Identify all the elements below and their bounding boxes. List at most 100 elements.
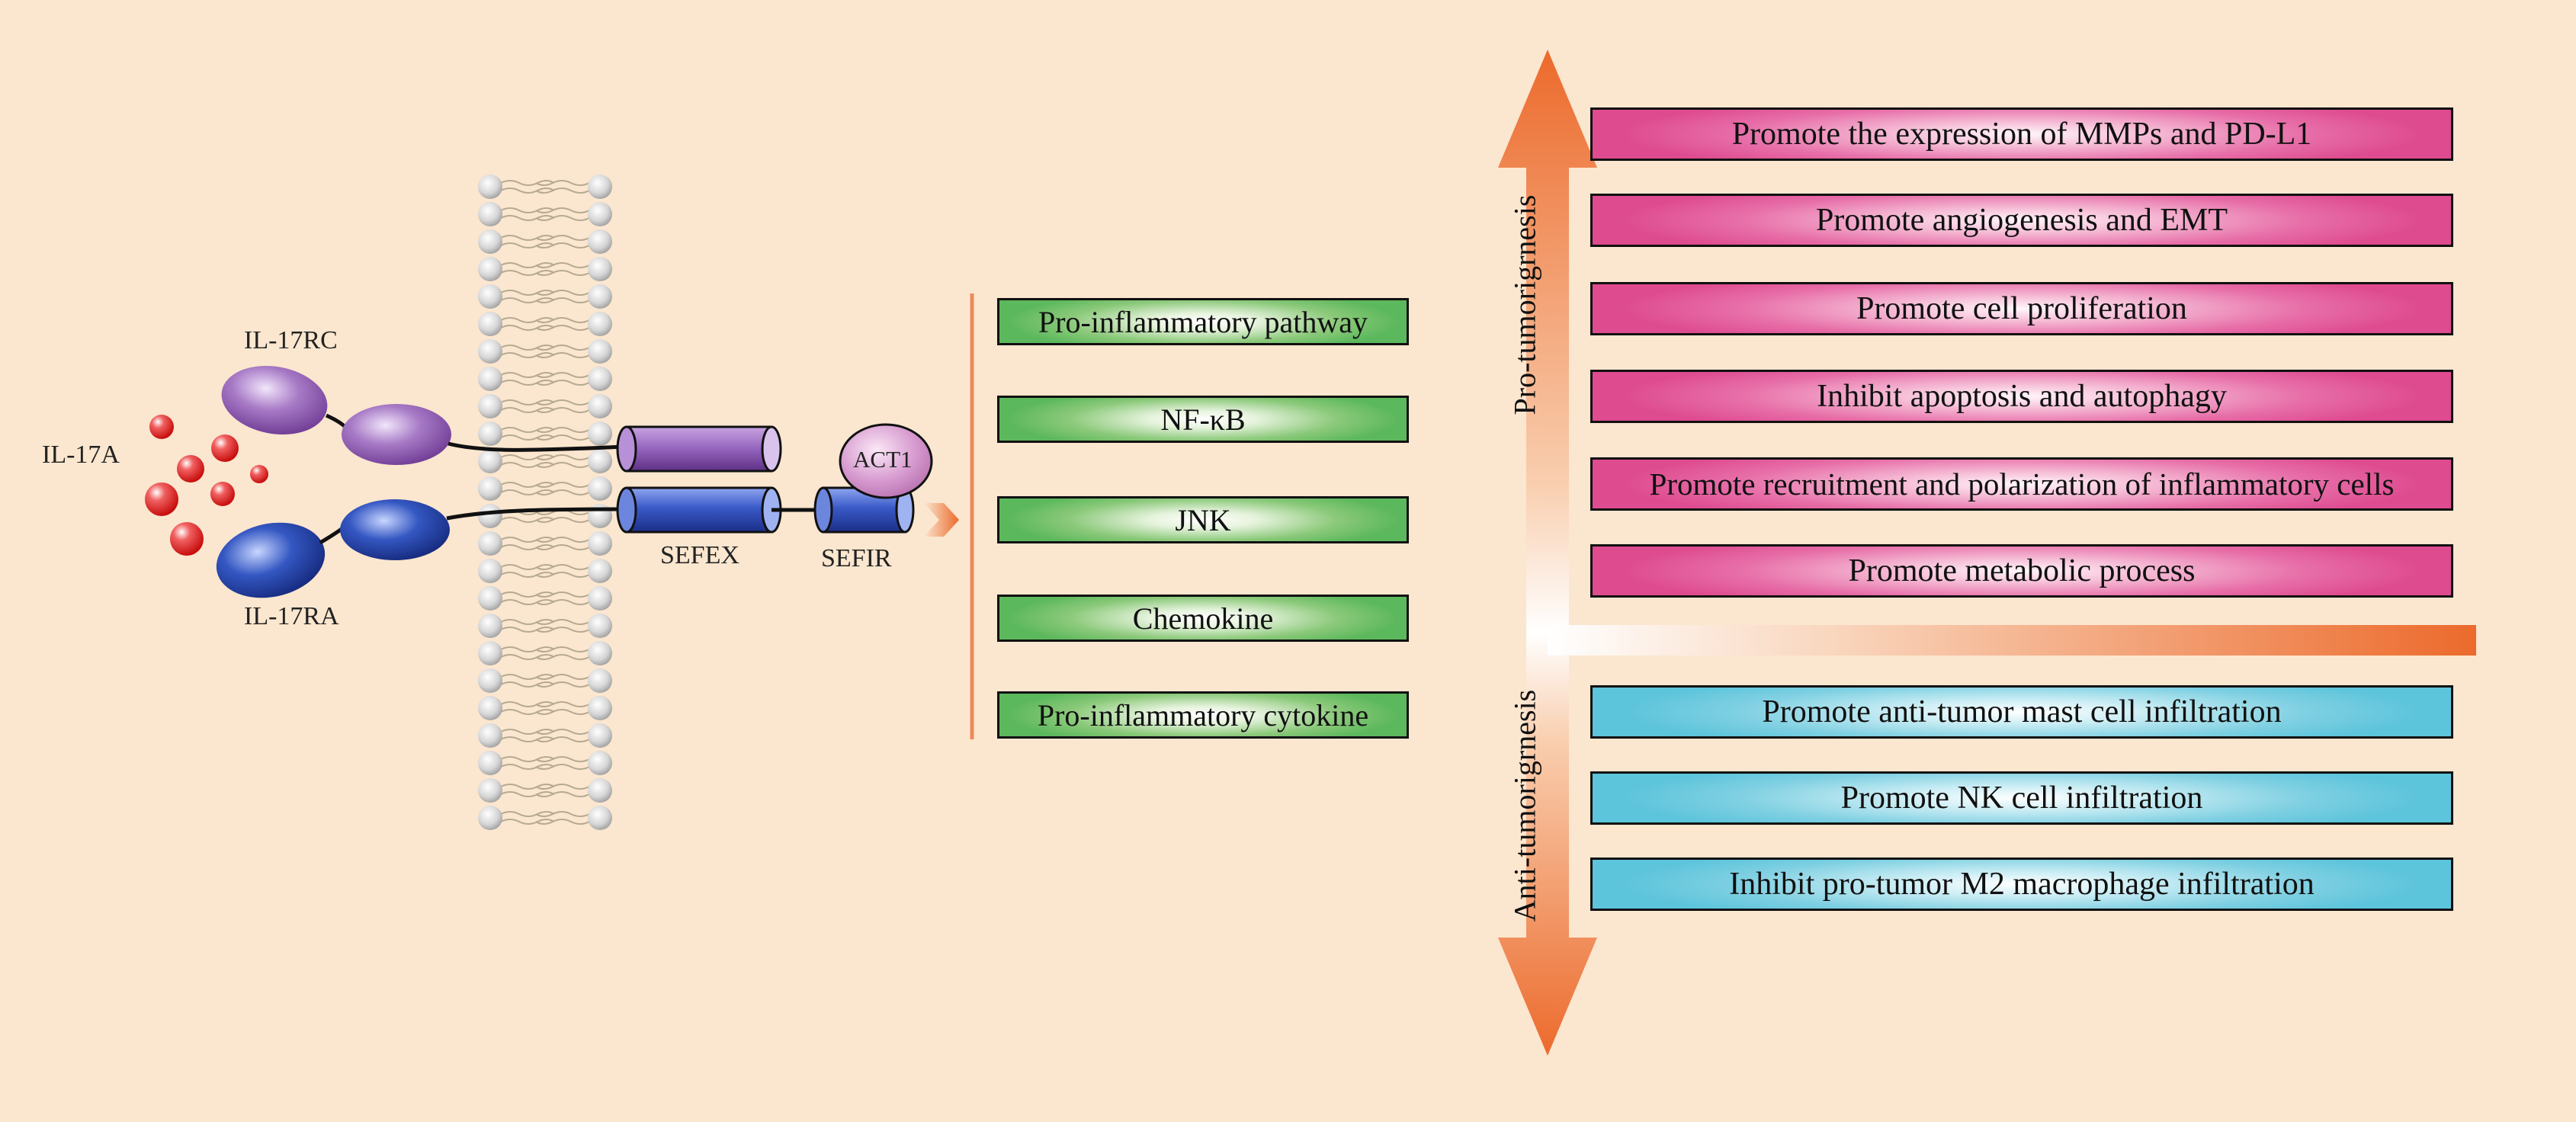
rc-intracellular-cylinder <box>616 425 782 473</box>
lipid-tail <box>500 262 590 268</box>
lipid-tail <box>500 235 590 241</box>
lipid-tail <box>500 462 590 468</box>
lipid-head <box>588 422 612 446</box>
il17a-label: IL-17A <box>42 441 120 469</box>
lipid-tail <box>500 215 590 221</box>
lipid-head <box>478 778 502 803</box>
signal-arrow <box>924 503 959 537</box>
anti-tumorigenesis-label: Anti-tumorigrnesis <box>1507 689 1542 922</box>
lipid-head <box>588 284 612 309</box>
pathway-box-pro-inflammatory: Pro-inflammatory pathway <box>997 298 1409 345</box>
lipid-head <box>588 175 612 199</box>
effect-m2-macrophage: Inhibit pro-tumor M2 macrophage infiltra… <box>1590 858 2453 911</box>
lipid-head <box>588 312 612 336</box>
lipid-head <box>478 696 502 720</box>
lipid-head <box>478 586 502 611</box>
pro-tumorigenesis-label: Pro-tumorigrnesis <box>1507 194 1542 415</box>
il17ra-label: IL-17RA <box>244 602 339 630</box>
sefir-label: SEFIR <box>821 544 892 572</box>
lipid-tail <box>500 627 590 633</box>
il17ra-receptor <box>216 499 626 598</box>
lipid-head <box>588 229 612 254</box>
lipid-head <box>588 559 612 583</box>
sefex-cylinder <box>616 486 782 534</box>
effect-recruitment-polarization: Promote recruitment and polarization of … <box>1590 457 2453 511</box>
lipid-tail <box>500 654 590 660</box>
pathway-box-jnk: JNK <box>997 496 1409 543</box>
lipid-head <box>478 202 502 226</box>
pathway-box-cytokine: Pro-inflammatory cytokine <box>997 691 1409 739</box>
lipid-head <box>588 641 612 665</box>
pathway-box-nfkb: NF-κB <box>997 396 1409 443</box>
sefex-label: SEFEX <box>660 541 739 569</box>
effect-mmps-pdl1: Promote the expression of MMPs and PD-L1 <box>1590 107 2453 161</box>
lipid-tail <box>500 380 590 386</box>
lipid-tail <box>500 317 590 323</box>
lipid-head <box>478 531 502 556</box>
lipid-tail <box>500 407 590 413</box>
lipid-tail <box>500 537 590 543</box>
il17a-ligand-cluster <box>145 415 268 556</box>
lipid-tail <box>500 454 590 460</box>
lipid-tail <box>500 372 590 378</box>
lipid-tail <box>500 619 590 625</box>
lipid-head <box>588 257 612 281</box>
il17rc-label: IL-17RC <box>244 326 338 354</box>
lipid-head <box>478 614 502 638</box>
lipid-tail <box>500 482 590 488</box>
tumorigenesis-axis-arrow <box>1498 50 1597 1056</box>
lipid-tail <box>500 188 590 194</box>
lipid-tail <box>500 352 590 358</box>
lipid-tail <box>500 681 590 688</box>
lipid-tail <box>500 242 590 248</box>
effect-metabolic-process: Promote metabolic process <box>1590 544 2453 598</box>
lipid-head <box>588 394 612 418</box>
lipid-tail <box>500 270 590 276</box>
effect-nk-cell-infiltration: Promote NK cell infiltration <box>1590 771 2453 825</box>
lipid-head <box>588 696 612 720</box>
lipid-head <box>588 723 612 748</box>
lipid-head <box>478 723 502 748</box>
lipid-tail <box>500 764 590 770</box>
lipid-tail <box>500 811 590 817</box>
lipid-head <box>478 175 502 199</box>
lipid-tail <box>500 791 590 797</box>
lipid-head <box>478 559 502 583</box>
lipid-head <box>588 778 612 803</box>
lipid-head <box>588 476 612 501</box>
lipid-tail <box>500 325 590 331</box>
lipid-tail <box>500 434 590 441</box>
lipid-tail <box>500 517 590 523</box>
lipid-tail <box>500 646 590 652</box>
lipid-head <box>478 476 502 501</box>
lipid-tail <box>500 736 590 742</box>
lipid-head <box>478 257 502 281</box>
lipid-tail <box>500 701 590 707</box>
lipid-head <box>478 668 502 693</box>
lipid-tail <box>500 756 590 762</box>
lipid-tail <box>500 674 590 680</box>
effect-angiogenesis-emt: Promote angiogenesis and EMT <box>1590 194 2453 247</box>
lipid-tail <box>500 544 590 550</box>
lipid-head <box>478 449 502 473</box>
cell-membrane-bilayer <box>478 175 612 830</box>
lipid-head <box>588 449 612 473</box>
lipid-head <box>478 284 502 309</box>
lipid-head <box>588 339 612 364</box>
lipid-tail <box>500 427 590 433</box>
lipid-tail <box>500 729 590 735</box>
lipid-tail <box>500 180 590 186</box>
lipid-tail <box>500 345 590 351</box>
effect-inhibit-apoptosis: Inhibit apoptosis and autophagy <box>1590 370 2453 423</box>
lipid-head <box>478 751 502 775</box>
lipid-tail <box>500 399 590 406</box>
lipid-tail <box>500 297 590 303</box>
lipid-tail <box>500 489 590 495</box>
lipid-head <box>478 806 502 830</box>
lipid-head <box>588 531 612 556</box>
lipid-head <box>478 367 502 391</box>
lipid-head <box>478 504 502 528</box>
act1-protein <box>839 423 933 499</box>
